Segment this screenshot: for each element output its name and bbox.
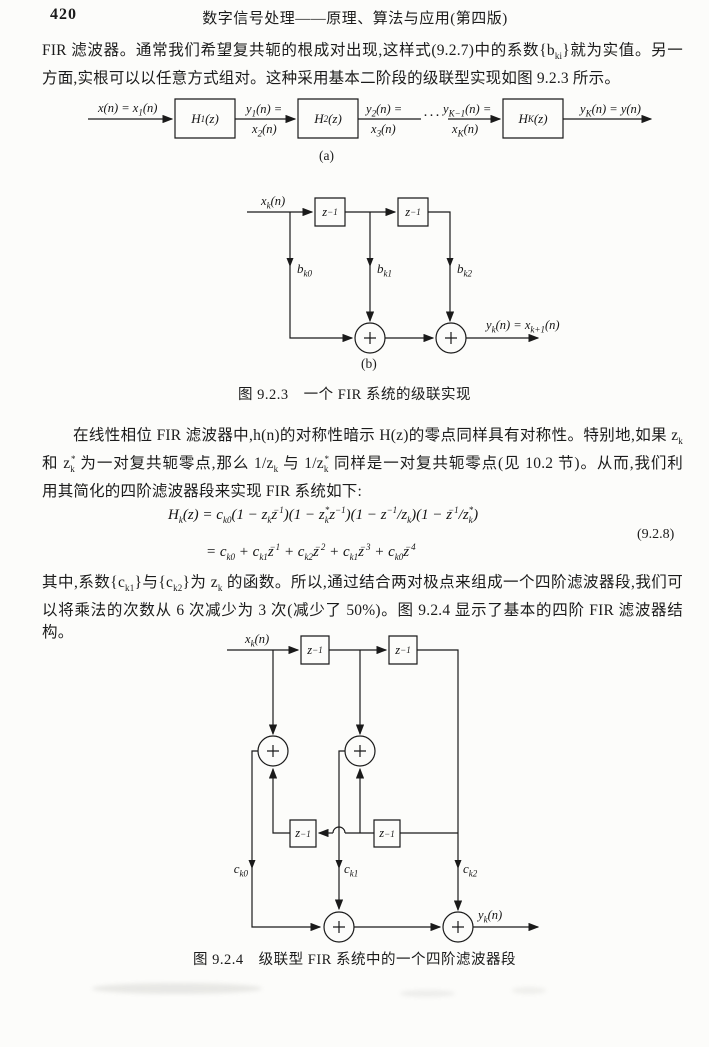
paragraph-2-line-1: 在线性相位 FIR 滤波器中,h(n)的对称性暗示 H(z)的零点同样具有对称性… <box>73 427 683 447</box>
scan-smudge <box>512 987 546 994</box>
fig923b-delay1-label: z−1 <box>322 204 338 219</box>
equation-number: (9.2.8) <box>637 527 675 542</box>
fig923b-input-label: xk(n) <box>261 194 286 211</box>
running-title: 数字信号处理——原理、算法与应用(第四版) <box>202 11 508 27</box>
equation-line-2: = ck0 + ck1z−1 + ck2z−2 + ck1z−3 + ck0z−… <box>206 542 416 562</box>
fig923a-tag: (a) <box>319 148 334 163</box>
fig923a-x2-label: x2(n) <box>252 122 277 139</box>
fig924-input-label: xk(n) <box>245 632 270 649</box>
fig923b-output-label: yk(n) = xk+1(n) <box>486 318 560 335</box>
equation-line-1: Hk(z) = ck0(1 − zkz−1)(1 − zk*z−1)(1 − z… <box>168 505 479 525</box>
fig924-delay-low-right-label: z−1 <box>379 826 395 840</box>
fig923a-y2-label: y2(n) = <box>366 102 403 119</box>
fig923a-x3-label: x3(n) <box>371 122 396 139</box>
delay-block-low-left <box>290 820 316 847</box>
paragraph-2-line-3: 用其简化的四阶滤波器段来实现 FIR 系统如下: <box>42 483 362 500</box>
fig923a-output-label: yK(n) = y(n) <box>580 102 641 119</box>
paragraph-1-line-2: 方面,实根可以以任意方式组对。这种采用基本二阶段的级联型实现如图 9.2.3 所… <box>42 70 621 87</box>
fig924-ck2-label: ck2 <box>463 861 478 879</box>
fig924-delay-low-left-label: z−1 <box>295 826 311 840</box>
fig923a-xk-label: xK(n) <box>452 122 479 139</box>
fig924-delay-top1-label: z−1 <box>307 642 323 657</box>
h2-block <box>298 99 358 138</box>
fig924-output-label: yk(n) <box>478 908 503 925</box>
paragraph-3-line-2: 以将乘法的次数从 6 次减少为 3 次(减少了 50%)。图 9.2.4 显示了… <box>42 602 683 641</box>
h1-block <box>175 99 235 138</box>
fig-923b-section-diagram <box>247 198 540 353</box>
fig923a-y1-label: y1(n) = <box>246 102 283 119</box>
fig923b-bk1-label: bk1 <box>377 261 392 279</box>
delay-block-top-2 <box>389 636 417 664</box>
scan-smudge <box>92 983 262 994</box>
fig924-ck0-label: ck0 <box>233 861 248 879</box>
page-number: 420 <box>50 6 77 23</box>
fig923a-ellipsis: ··· <box>423 108 441 124</box>
fig923-caption: 图 9.2.3 一个 FIR 系统的级联实现 <box>238 387 471 403</box>
fig923b-bk2-label: bk2 <box>457 261 472 279</box>
fig923a-input-label: x(n) = x1(n) <box>98 101 158 118</box>
delay-block-1 <box>315 198 345 226</box>
fig-923a-cascade-diagram <box>88 99 653 138</box>
fig923a-yk1-label: yK−1(n) = <box>443 102 492 119</box>
paragraph-2-line-2: 和 zk* 为一对复共轭零点,那么 1/zk 与 1/zk* 同样是一对复共轭零… <box>42 453 684 475</box>
fig924-caption: 图 9.2.4 级联型 FIR 系统中的一个四阶滤波器段 <box>193 952 516 968</box>
fig-924-section-diagram <box>227 636 540 942</box>
fig923b-delay2-label: z−1 <box>405 204 421 219</box>
line-hop <box>333 827 345 833</box>
fig924-ck1-label: ck1 <box>344 861 359 879</box>
delay-block-top-1 <box>301 636 329 664</box>
fig923b-bk0-label: bk0 <box>297 261 312 279</box>
paragraph-1-line-1: FIR 滤波器。通常我们希望复共轭的根成对出现,这样式(9.2.7)中的系数{b… <box>42 42 683 62</box>
fig923b-tag: (b) <box>361 356 377 371</box>
scan-smudge <box>400 990 455 997</box>
fig924-delay-top2-label: z−1 <box>395 642 411 657</box>
paragraph-3-line-1: 其中,系数{ck1}与{ck2}为 zk 的函数。所以,通过结合两对极点来组成一… <box>42 574 683 594</box>
